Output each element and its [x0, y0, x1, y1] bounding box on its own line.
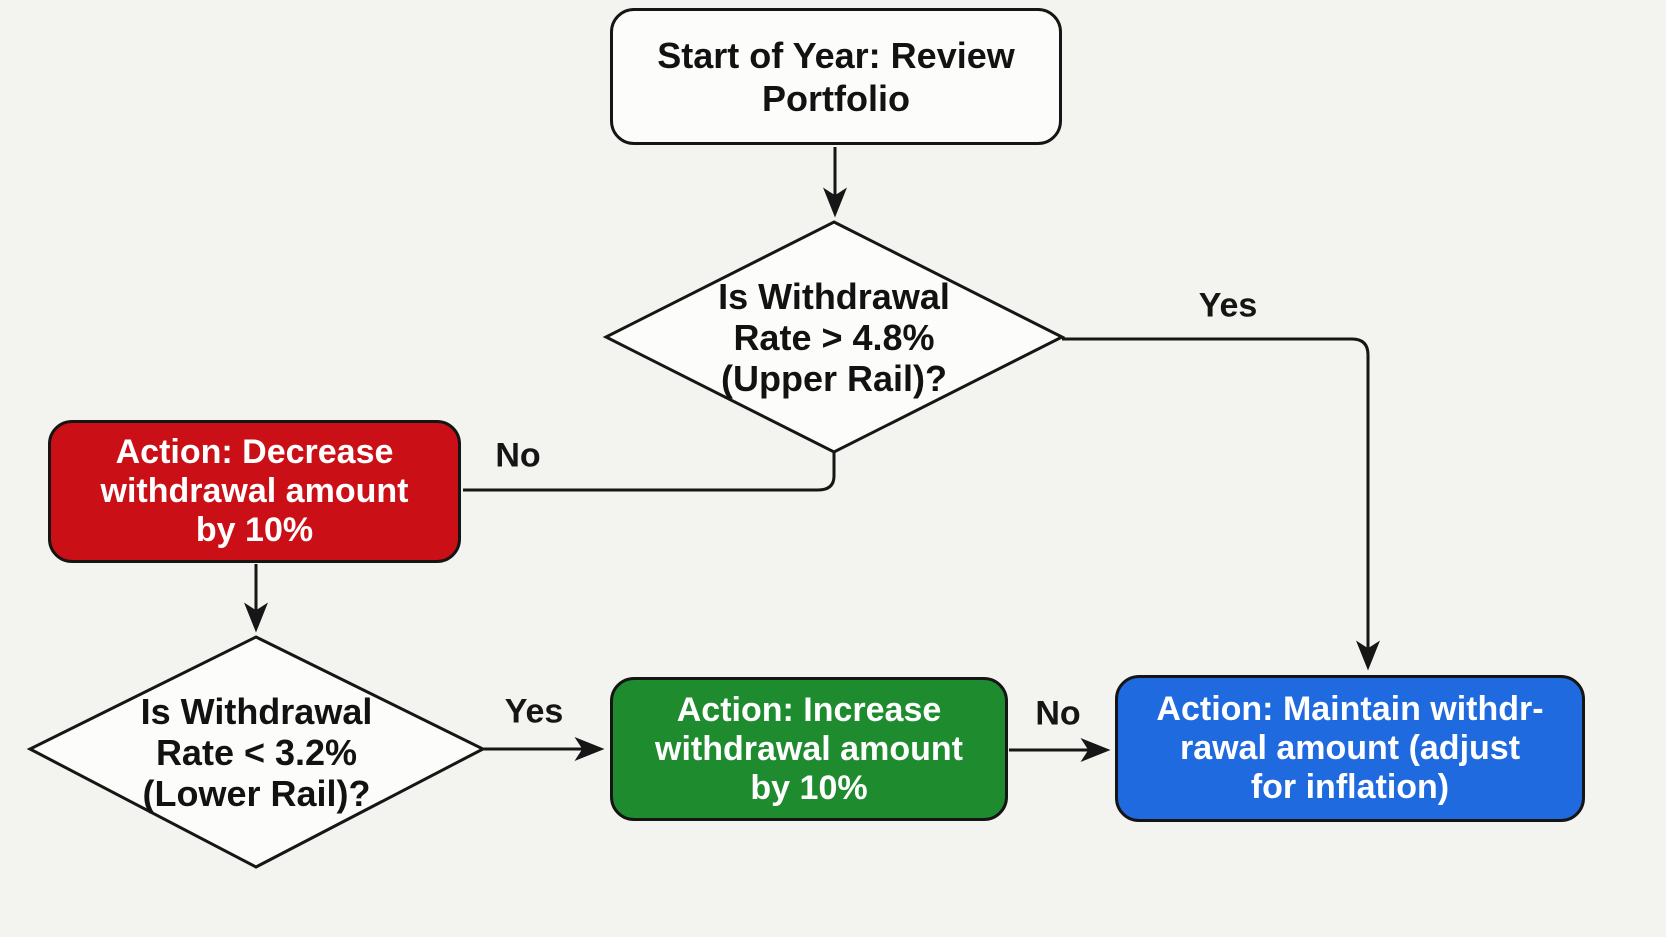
action-label: Action: Increase [676, 690, 942, 729]
action-label: rawal amount (adjust [1179, 729, 1521, 767]
decrease-action-node: Action: Decrease withdrawal amount by 10… [48, 420, 461, 563]
start-node-label: Portfolio [762, 77, 910, 119]
edge-upper-no-line [463, 452, 836, 492]
edge-upper-yes-line [1062, 337, 1380, 671]
start-node-label: Start of Year: Review [657, 34, 1015, 76]
action-label: Action: Decrease [115, 433, 394, 471]
action-label: withdrawal amount [100, 472, 409, 510]
upper-rail-diamond-shape [602, 220, 1066, 454]
action-label: by 10% [195, 511, 314, 549]
maintain-action-node: Action: Maintain withdr- rawal amount (a… [1115, 675, 1585, 822]
edge-label-lower-no: No [1035, 694, 1081, 733]
edge-label-upper-yes: Yes [1198, 286, 1258, 325]
lower-rail-diamond-shape [26, 635, 487, 869]
start-node: Start of Year: Review Portfolio [610, 8, 1062, 145]
action-label: for inflation) [1250, 768, 1450, 806]
edge-label-upper-no: No [495, 436, 541, 475]
action-label: withdrawal amount [655, 729, 963, 768]
action-label: by 10% [750, 768, 868, 807]
action-label: Action: Maintain withdr- [1156, 690, 1544, 728]
increase-action-node: Action: Increase withdrawal amount by 10… [610, 677, 1008, 821]
edge-label-lower-yes: Yes [504, 692, 564, 731]
